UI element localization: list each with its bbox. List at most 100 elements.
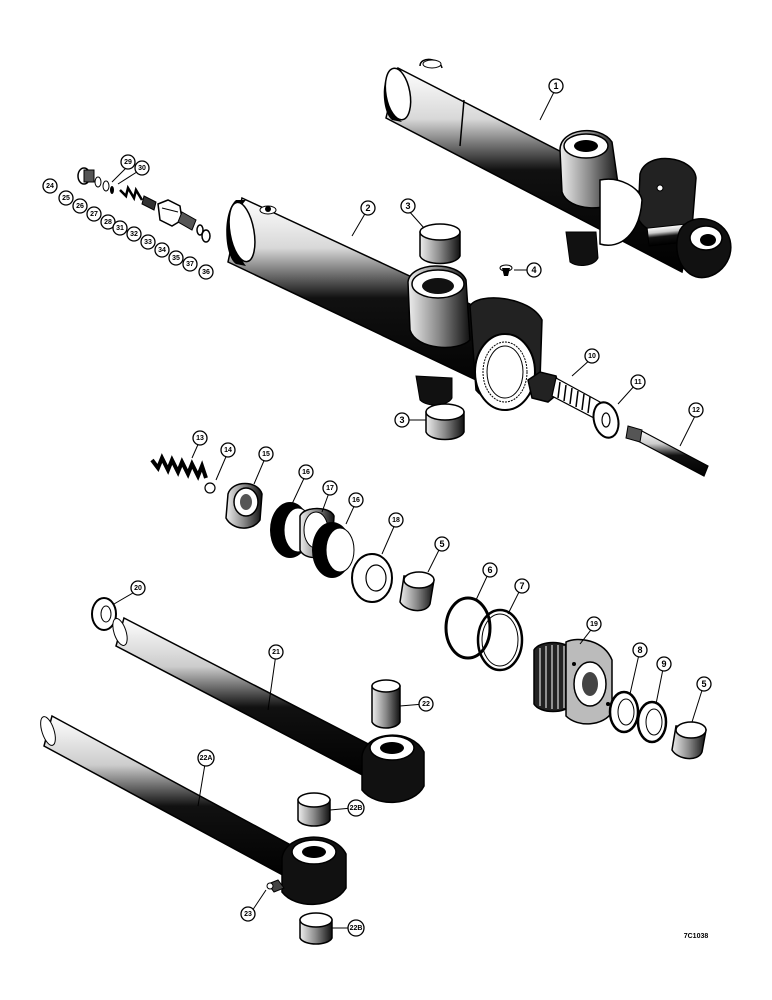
callout-34: 34 <box>154 242 170 258</box>
svg-text:22B: 22B <box>350 925 363 932</box>
callout-22B-lower: 22B <box>347 919 365 937</box>
ball-14 <box>204 482 216 494</box>
callout-35: 35 <box>168 250 184 266</box>
washer-20 <box>91 597 117 631</box>
callout-32: 32 <box>126 226 142 242</box>
svg-text:29: 29 <box>124 159 132 166</box>
washer-11 <box>592 401 620 439</box>
svg-text:28: 28 <box>104 219 112 226</box>
seal-16-right <box>312 522 355 578</box>
cylinder-barrel-1 <box>383 58 732 279</box>
svg-text:17: 17 <box>326 485 334 492</box>
svg-text:20: 20 <box>134 585 142 592</box>
callout-11: 11 <box>630 374 646 390</box>
spring-13 <box>150 453 208 481</box>
svg-text:22: 22 <box>422 701 430 708</box>
svg-text:16: 16 <box>302 469 310 476</box>
callout-3-upper: 3 <box>400 198 416 214</box>
callout-4: 4 <box>526 262 542 278</box>
svg-text:37: 37 <box>186 261 194 268</box>
svg-text:25: 25 <box>62 195 70 202</box>
grease-fitting-4 <box>499 264 513 276</box>
svg-text:35: 35 <box>172 255 180 262</box>
callout-24: 24 <box>42 178 58 194</box>
svg-text:32: 32 <box>130 231 138 238</box>
svg-text:2: 2 <box>365 203 370 213</box>
callout-7: 7 <box>514 578 530 594</box>
callout-20: 20 <box>130 580 146 596</box>
callout-37: 37 <box>182 256 198 272</box>
svg-text:3: 3 <box>405 201 410 211</box>
ring-5-lower <box>671 721 707 760</box>
svg-text:21: 21 <box>272 649 280 656</box>
bushing-22B-lower <box>299 912 333 945</box>
svg-text:6: 6 <box>487 565 492 575</box>
washer-18 <box>351 553 393 603</box>
ring-8 <box>608 690 640 734</box>
o-ring-6 <box>444 596 492 660</box>
svg-text:14: 14 <box>224 447 232 454</box>
callout-18: 18 <box>388 512 404 528</box>
callout-21: 21 <box>268 644 284 660</box>
ring-5-upper <box>399 571 435 612</box>
svg-text:36: 36 <box>202 269 210 276</box>
nut-10 <box>527 371 601 419</box>
callout-5-upper: 5 <box>434 536 450 552</box>
callout-5-lower: 5 <box>696 676 712 692</box>
figure-code: 7C1038 <box>684 933 709 940</box>
callout-26: 26 <box>72 198 88 214</box>
callout-14: 14 <box>220 442 236 458</box>
callout-15: 15 <box>258 446 274 462</box>
callout-19: 19 <box>586 616 602 632</box>
svg-text:18: 18 <box>392 517 400 524</box>
callout-25: 25 <box>58 190 74 206</box>
callout-13: 13 <box>192 430 208 446</box>
callout-8: 8 <box>632 642 648 658</box>
svg-text:12: 12 <box>692 407 700 414</box>
svg-text:5: 5 <box>439 539 444 549</box>
piston-rod-21 <box>112 616 425 803</box>
bushing-3-lower <box>425 403 465 441</box>
svg-text:3: 3 <box>399 415 404 425</box>
plug-15 <box>225 482 263 529</box>
svg-text:22B: 22B <box>350 805 363 812</box>
bushing-22 <box>371 679 401 729</box>
svg-text:27: 27 <box>90 211 98 218</box>
callout-1: 1 <box>548 78 564 94</box>
callout-labels: 1 2 3 3 4 5 5 6 7 8 9 10 11 12 13 14 15 … <box>42 78 712 937</box>
callout-22A: 22A <box>197 749 215 767</box>
callout-23: 23 <box>240 906 256 922</box>
callout-16-left: 16 <box>298 464 314 480</box>
gland-19 <box>533 638 613 725</box>
svg-text:30: 30 <box>138 165 146 172</box>
svg-text:23: 23 <box>244 911 252 918</box>
svg-text:16: 16 <box>352 497 360 504</box>
callout-6: 6 <box>482 562 498 578</box>
callout-16-right: 16 <box>348 492 364 508</box>
callout-3-lower: 3 <box>394 412 410 428</box>
callout-17: 17 <box>322 480 338 496</box>
svg-text:31: 31 <box>116 225 124 232</box>
grease-fitting-23 <box>266 879 285 893</box>
callout-12: 12 <box>688 402 704 418</box>
svg-text:8: 8 <box>637 645 642 655</box>
backup-ring-7 <box>476 608 524 672</box>
bushing-3-upper <box>419 223 461 265</box>
callout-9: 9 <box>656 656 672 672</box>
ring-9 <box>636 700 668 744</box>
svg-text:24: 24 <box>46 183 54 190</box>
callout-29: 29 <box>120 154 136 170</box>
callout-30: 30 <box>134 160 150 176</box>
svg-text:1: 1 <box>553 81 558 91</box>
callout-10: 10 <box>584 348 600 364</box>
rod-12 <box>625 425 709 477</box>
callout-27: 27 <box>86 206 102 222</box>
svg-text:15: 15 <box>262 451 270 458</box>
cylinder-barrel-2 <box>226 196 543 411</box>
svg-text:10: 10 <box>588 353 596 360</box>
callout-31: 31 <box>112 220 128 236</box>
svg-text:19: 19 <box>590 621 598 628</box>
svg-text:33: 33 <box>144 239 152 246</box>
